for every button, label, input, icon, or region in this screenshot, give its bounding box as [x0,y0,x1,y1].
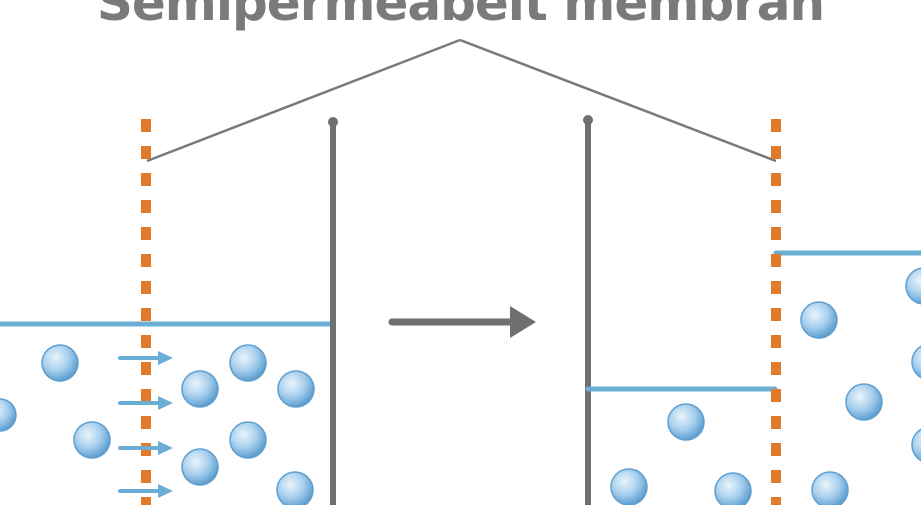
membrane-pointer-lines [146,38,777,163]
solute-particle [714,472,752,505]
solute-particles-before [0,344,315,505]
pointer-line-right [459,38,777,163]
wall-cap-after [583,115,593,125]
water-flow-arrows [118,351,173,498]
solute-particle [905,267,921,305]
flow-arrow-icon [118,441,173,455]
solute-particle [181,448,219,486]
solute-particle [911,428,921,462]
solute-particle [229,344,267,382]
solute-particle [911,345,921,379]
solute-particle [41,344,79,382]
solute-particle [667,403,705,441]
solute-particle [811,471,849,505]
arrow-right-icon [388,306,536,338]
solute-particle [276,471,314,505]
flow-arrow-icon [118,351,173,365]
solute-particle [73,421,111,459]
solute-particle [181,370,219,408]
solute-particles-after [610,267,921,505]
solute-particle [800,301,838,339]
solute-particle [845,383,883,421]
solute-particle [0,398,17,432]
solute-particle [277,370,315,408]
diagram-title: Semipermeabelt membran [96,0,825,32]
wall-cap-before [328,117,338,127]
solute-particle [229,421,267,459]
pointer-line-left [146,38,461,163]
solute-particle [610,468,648,505]
flow-arrow-icon [118,396,173,410]
flow-arrow-icon [118,484,173,498]
